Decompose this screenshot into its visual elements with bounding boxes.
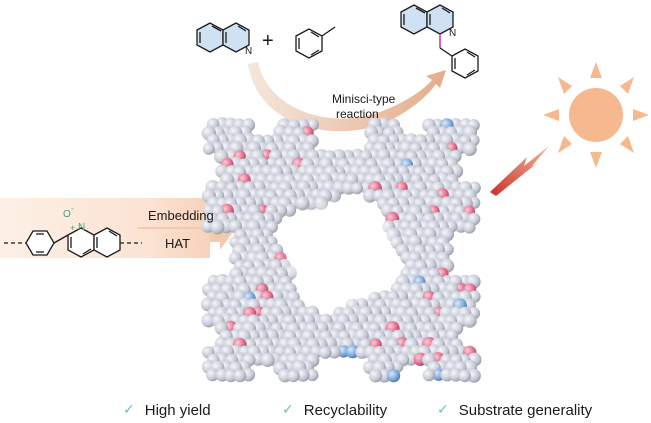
product-n-label: N bbox=[449, 28, 457, 39]
cof-atom-sphere bbox=[363, 188, 377, 203]
cof-atom-sphere bbox=[306, 368, 319, 382]
light-bolt bbox=[490, 146, 549, 196]
cof-atom-sphere bbox=[458, 369, 472, 383]
sun-graphic bbox=[543, 62, 649, 168]
cof-atom-sphere bbox=[462, 314, 477, 328]
n-oxide-n-label: N bbox=[78, 222, 86, 233]
cof-atom-sphere bbox=[295, 196, 310, 211]
isoquinoline-structure bbox=[196, 22, 250, 53]
feature-label: Recyclability bbox=[303, 401, 388, 419]
cof-atom-sphere bbox=[422, 368, 436, 382]
feature-label: High yield bbox=[144, 401, 211, 419]
cof-framework bbox=[200, 117, 482, 383]
check-icon: ✓ bbox=[282, 402, 294, 418]
cof-atom-sphere bbox=[233, 369, 247, 383]
toluene-structure bbox=[295, 26, 336, 59]
plus-sign: + bbox=[262, 30, 274, 52]
check-icon: ✓ bbox=[437, 402, 449, 418]
feature-high-yield: ✓ High yield bbox=[123, 398, 211, 422]
reaction-label-line1: Minisci-type bbox=[332, 92, 396, 106]
cof-atom-sphere bbox=[318, 346, 332, 359]
quinoline-n-oxide-structure bbox=[4, 227, 142, 258]
reaction-arrow bbox=[248, 62, 446, 132]
n-oxide-plus-label: + bbox=[70, 223, 76, 233]
product-structure bbox=[400, 4, 479, 79]
hat-label: HAT bbox=[165, 236, 191, 251]
cof-atom-sphere bbox=[351, 182, 363, 195]
feature-label: Substrate generality bbox=[458, 401, 593, 419]
cof-atom-sphere bbox=[328, 346, 341, 359]
cof-atom-sphere bbox=[287, 369, 300, 383]
isoquinoline-n-label: N bbox=[245, 46, 253, 57]
cof-pore bbox=[282, 197, 398, 307]
cof-atom-sphere bbox=[206, 368, 219, 382]
feature-recyclability: ✓ Recyclability bbox=[282, 398, 387, 422]
n-oxide-o-label: O bbox=[63, 209, 71, 220]
check-icon: ✓ bbox=[123, 402, 135, 418]
cof-atom-sphere bbox=[368, 369, 383, 383]
cof-atom-sphere bbox=[463, 221, 476, 234]
cof-atom-sphere bbox=[466, 368, 481, 383]
feature-substrate-generality: ✓ Substrate generality bbox=[437, 398, 592, 422]
cof-atom-sphere bbox=[260, 352, 275, 367]
cof-atom-sphere bbox=[210, 219, 225, 235]
cof-atom-sphere bbox=[462, 142, 477, 156]
cof-atom-sphere bbox=[345, 344, 360, 359]
cof-atom-sphere bbox=[224, 369, 238, 383]
reaction-label-line2: reaction bbox=[336, 107, 379, 121]
cof-atom-sphere bbox=[202, 142, 215, 155]
cof-atom-sphere bbox=[387, 369, 401, 383]
n-oxide-minus-label: - bbox=[71, 204, 74, 213]
cof-atom-sphere bbox=[296, 368, 310, 382]
cof-atom-sphere bbox=[201, 313, 216, 328]
embedding-label: Embedding bbox=[148, 208, 214, 223]
